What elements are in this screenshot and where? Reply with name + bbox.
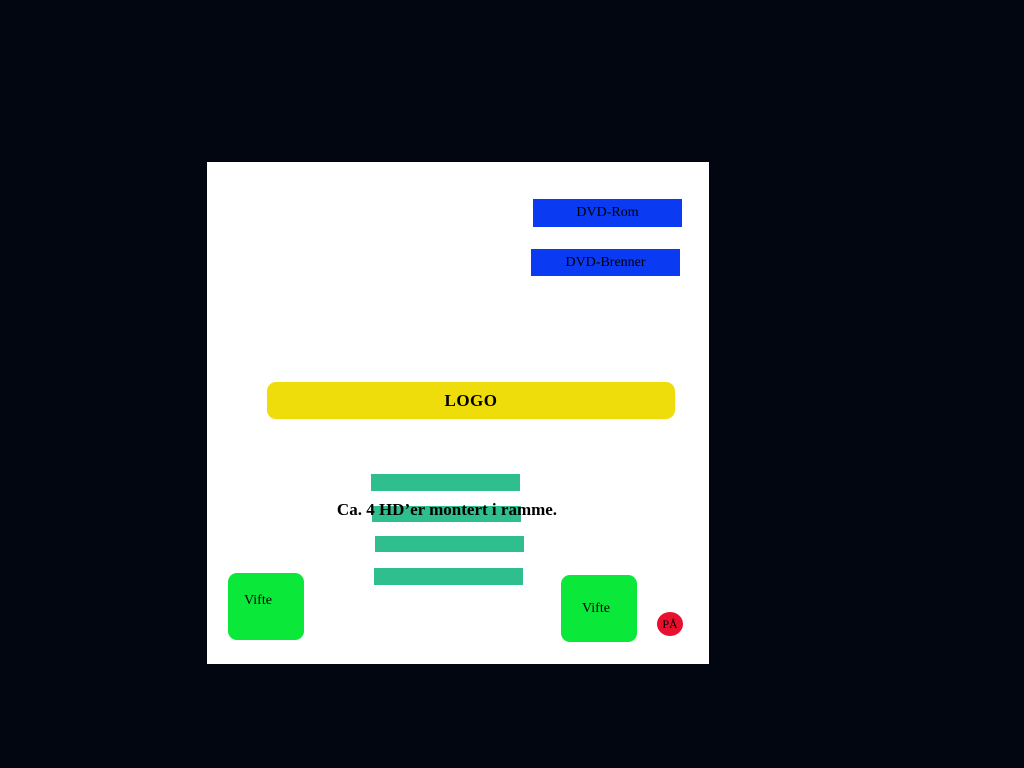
case-front-panel: DVD-Rom DVD-Brenner LOGO Ca. 4 HD’er mon… (207, 162, 709, 664)
logo-label: LOGO (444, 390, 498, 410)
dvd-rom-label: DVD-Rom (576, 205, 639, 220)
hard-drive-bay (375, 536, 524, 552)
fan-left: Vifte (228, 573, 304, 640)
power-button[interactable]: PÅ (657, 612, 683, 636)
fan-right-label: Vifte (582, 601, 610, 616)
fan-right: Vifte (561, 575, 637, 642)
hard-drives-caption: Ca. 4 HD’er montert i ramme. (336, 500, 558, 519)
logo-plate: LOGO (267, 382, 675, 419)
hard-drive-bay (374, 568, 523, 585)
dvd-rom-drive: DVD-Rom (533, 199, 682, 227)
dvd-burner-drive: DVD-Brenner (531, 249, 680, 276)
power-button-label: PÅ (662, 616, 678, 631)
hard-drive-bay (371, 474, 520, 491)
fan-left-label: Vifte (244, 593, 272, 608)
hard-drive-bay (372, 506, 521, 522)
dvd-burner-label: DVD-Brenner (565, 254, 646, 270)
